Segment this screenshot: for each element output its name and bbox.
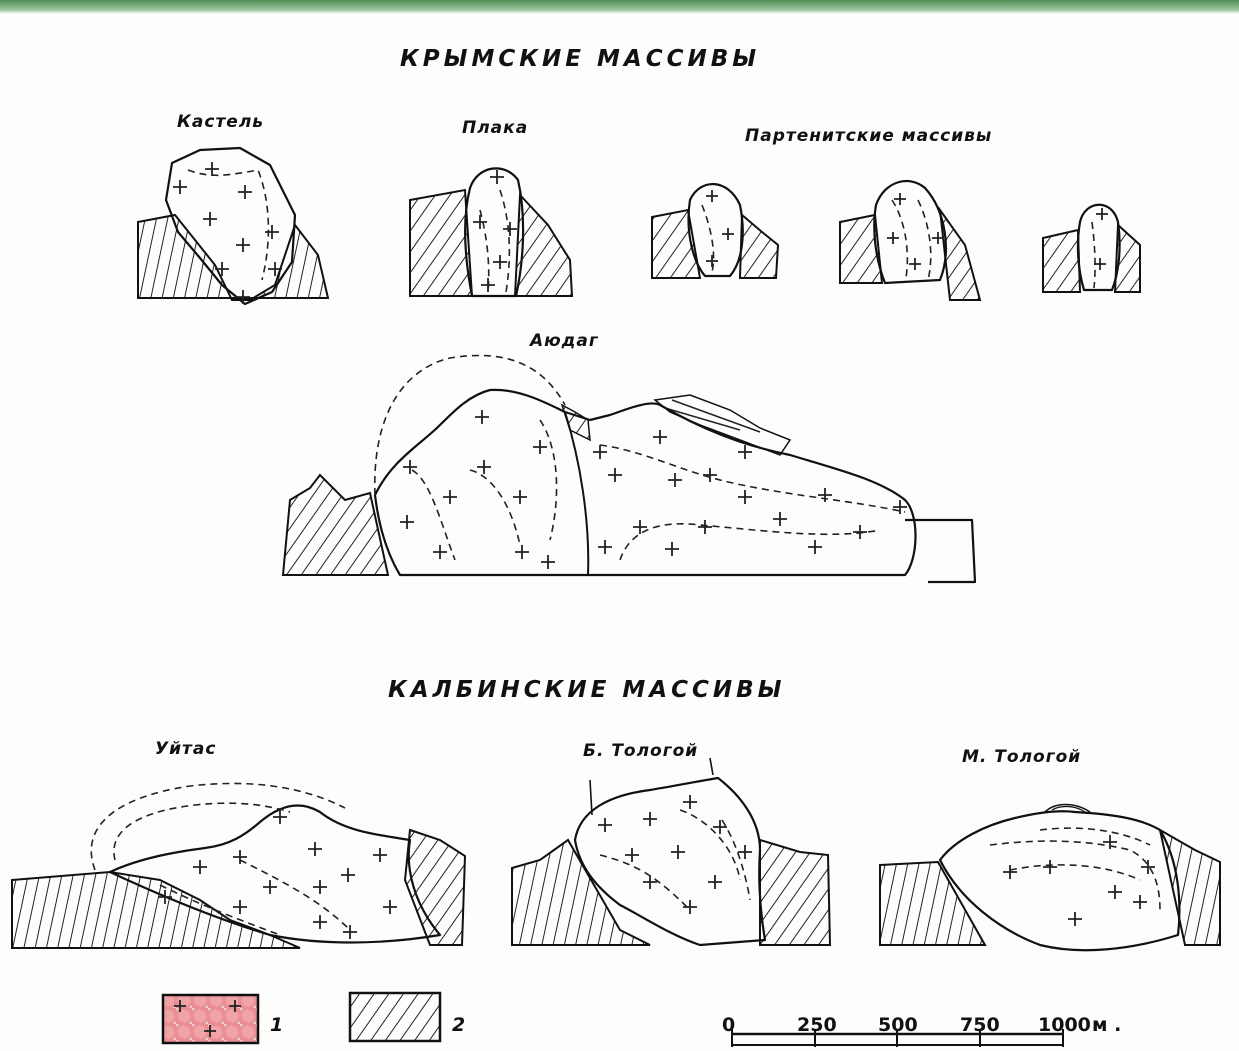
uytas-massif (12, 783, 465, 948)
kastel-massif (138, 148, 328, 304)
partenit-massif-1 (652, 184, 778, 278)
ayudag-massif (283, 355, 975, 582)
ayudag-label: Аюдаг (528, 331, 599, 351)
scale-tick-500: 500 (878, 1014, 918, 1036)
m-tologoy-label: М. Тологой (962, 747, 1081, 767)
scale-tick-250: 250 (797, 1014, 837, 1036)
plaka-massif (410, 168, 572, 296)
kastel-label: Кастель (177, 112, 264, 132)
uytas-label: Уйтас (155, 739, 216, 759)
b-tologoy-label: Б. Тологой (583, 741, 698, 761)
legend-item-2: 2 (350, 993, 465, 1041)
legend-number-2: 2 (452, 1014, 465, 1036)
partenit-label: Партенитские массивы (745, 126, 992, 146)
partenit-massif-3 (1043, 205, 1140, 292)
scale-bar: 0 250 500 750 1000 м . (722, 1014, 1121, 1047)
scale-tick-750: 750 (960, 1014, 1000, 1036)
partenit-massif-2 (840, 181, 980, 300)
m-tologoy-massif (880, 805, 1220, 951)
scale-unit: м . (1092, 1014, 1121, 1036)
plaka-label: Плака (462, 118, 528, 138)
scale-tick-1000: 1000 (1038, 1014, 1091, 1036)
b-tologoy-massif (512, 758, 830, 945)
legend: 1 2 (163, 993, 465, 1043)
legend-swatch-hatching (350, 993, 440, 1041)
legend-item-1: 1 (163, 995, 283, 1043)
crimean-massifs-title: КРЫМСКИЕ МАССИВЫ (400, 46, 760, 72)
kalba-massifs-title: КАЛБИНСКИЕ МАССИВЫ (388, 677, 785, 703)
legend-number-1: 1 (270, 1014, 283, 1036)
scale-tick-0: 0 (722, 1014, 735, 1036)
